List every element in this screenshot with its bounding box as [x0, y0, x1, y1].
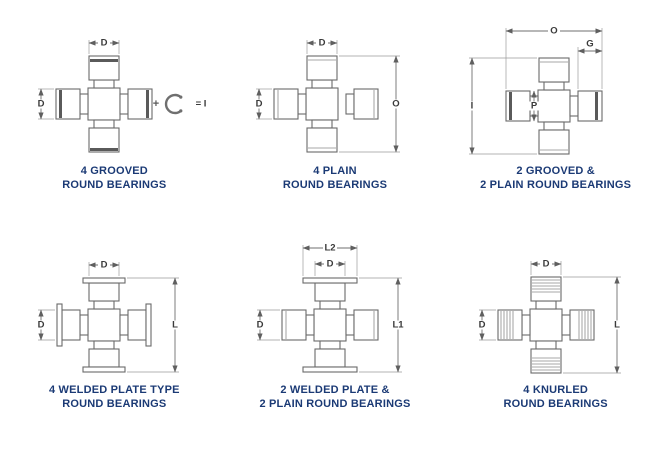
- dim-label-right-l: L: [172, 320, 178, 331]
- caption-line-2: ROUND BEARINGS: [503, 398, 608, 411]
- dim-label-top-d: D: [542, 259, 549, 270]
- cross-drawing: [497, 276, 595, 374]
- dimensions: O G I P: [465, 26, 603, 155]
- caption-line-1: 4 GROOVED: [80, 165, 148, 177]
- caption-line-1: 4 KNURLED: [523, 384, 589, 396]
- drawing-2-welded-2-plain-round-bearings: L2 D D L1: [253, 243, 405, 373]
- dimensions: L2 D D L1: [253, 243, 405, 373]
- cross-drawing: [281, 277, 379, 373]
- caption-line-2: ROUND BEARINGS: [62, 179, 167, 192]
- dim-label-g: G: [586, 39, 593, 50]
- dim-label-right-l1: L1: [392, 320, 404, 331]
- dim-label-top-l2: L2: [324, 243, 335, 254]
- figure-4-knurled-round-bearings: D D L 4 KNURLED ROUND BEARINGS: [445, 225, 666, 444]
- drawing-2-grooved-2-plain-round-bearings: O G I P: [465, 26, 603, 155]
- figure-4-welded-plate-round-bearings: D D L 4 WELDED PLATE TYPE ROUND BEARINGS: [4, 225, 225, 444]
- caption-line-1: 2 GROOVED &: [516, 165, 595, 177]
- caption-line-1: 4 PLAIN: [313, 165, 357, 177]
- snap-ring-icon: [165, 93, 183, 115]
- cross-drawing: [505, 57, 603, 155]
- dim-label-top-d: D: [101, 38, 108, 49]
- caption-4-knurled: 4 KNURLED ROUND BEARINGS: [504, 383, 608, 412]
- dimensions: D D O: [252, 38, 402, 153]
- drawing-4-knurled-round-bearings: D D L: [475, 259, 623, 374]
- cross-drawing: [56, 277, 152, 373]
- plus-symbol: +: [153, 98, 159, 110]
- drawing-4-plain-round-bearings: D D O: [252, 38, 402, 153]
- dim-label-right-l: L: [614, 320, 620, 331]
- figure-4-plain-round-bearings: D D O 4 PLAIN ROUND BEARINGS: [225, 6, 446, 225]
- caption-4-welded-plate: 4 WELDED PLATE TYPE ROUND BEARINGS: [49, 383, 180, 412]
- caption-line-2: ROUND BEARINGS: [62, 398, 167, 411]
- drawing-4-grooved-round-bearings: D D + = I: [35, 38, 207, 153]
- cross-drawing: [273, 55, 379, 153]
- dimensions: D D: [35, 38, 120, 120]
- dimensions: D D L: [475, 259, 623, 374]
- figure-2-grooved-2-plain-round-bearings: O G I P 2 GROOVED & 2 PLAIN ROUND BEARIN…: [445, 6, 666, 225]
- dim-label-left-d: D: [257, 320, 264, 331]
- equals-i-label: = I: [196, 99, 207, 110]
- snap-ring-legend: + = I: [153, 93, 207, 115]
- caption-2-welded-2-plain: 2 WELDED PLATE & 2 PLAIN ROUND BEARINGS: [259, 383, 410, 412]
- drawing-4-welded-plate-round-bearings: D D L: [35, 260, 182, 373]
- dim-label-right-o: O: [392, 99, 399, 110]
- dim-label-cup-d: D: [327, 259, 334, 270]
- caption-line-2: 2 PLAIN ROUND BEARINGS: [480, 179, 632, 192]
- caption-4-grooved: 4 GROOVED ROUND BEARINGS: [62, 164, 166, 193]
- dim-label-top-o: O: [550, 26, 557, 37]
- cross-drawing: [55, 55, 153, 153]
- dim-label-left-d: D: [38, 99, 45, 110]
- caption-line-2: 2 PLAIN ROUND BEARINGS: [259, 398, 411, 411]
- caption-2-grooved-2-plain: 2 GROOVED & 2 PLAIN ROUND BEARINGS: [480, 164, 631, 193]
- figure-2-welded-2-plain-round-bearings: L2 D D L1 2 WELDED PLATE & 2 PLAIN ROUN: [225, 225, 446, 444]
- dim-label-left-i: I: [470, 101, 473, 112]
- dim-label-left-d: D: [256, 99, 263, 110]
- dim-label-top-d: D: [319, 38, 326, 49]
- figure-4-grooved-round-bearings: D D + = I 4 GROOVED ROUND BEARINGS: [4, 6, 225, 225]
- dim-label-left-d: D: [38, 320, 45, 331]
- dim-label-left-d: D: [478, 320, 485, 331]
- caption-line-1: 4 WELDED PLATE TYPE: [48, 384, 180, 396]
- caption-line-2: ROUND BEARINGS: [282, 179, 388, 192]
- caption-4-plain: 4 PLAIN ROUND BEARINGS: [283, 164, 387, 193]
- caption-line-1: 2 WELDED PLATE &: [280, 384, 390, 396]
- dim-label-inner-p: P: [530, 101, 537, 112]
- dimensions: D D L: [35, 260, 182, 373]
- dim-label-top-d: D: [101, 260, 108, 271]
